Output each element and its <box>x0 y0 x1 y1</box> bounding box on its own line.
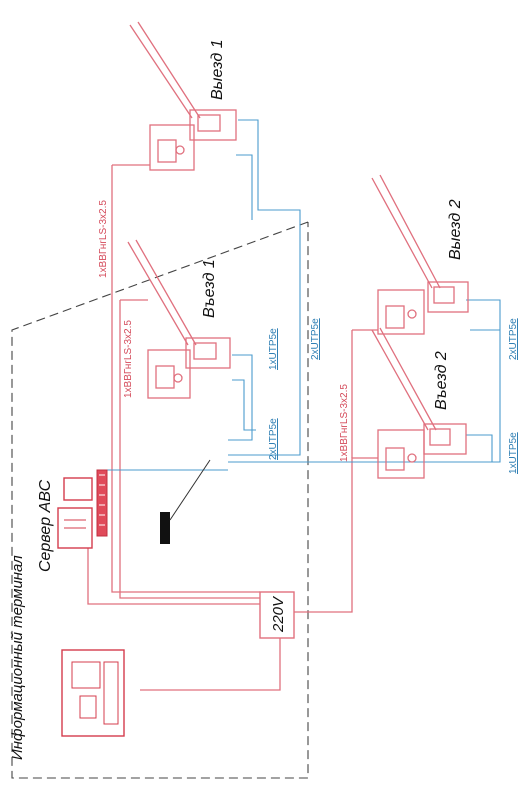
exit-2-label: Выезд 2 <box>447 199 464 260</box>
server-room-boundary <box>11 221 309 779</box>
entry-2-station <box>371 327 467 479</box>
info-terminal-label-1: Информационный терминал <box>9 555 26 760</box>
cable-power-exit1: 1хВВГнгLS-3х2.5 <box>98 200 109 278</box>
exit-2-station <box>371 174 469 335</box>
cable-utp-entry1: 1хUTP5e <box>268 328 279 370</box>
entry-1-label: Въезд 1 <box>201 259 218 318</box>
entry-1-station <box>127 239 231 399</box>
cable-power-group2: 1хВВГнгLS-3х2.5 <box>339 384 350 462</box>
server-label: Сервер АВС <box>37 479 54 572</box>
cable-utp-exit2: 2хUTP5e <box>508 318 519 360</box>
cable-power-entry1: 1хВВГнгLS-3х2.5 <box>123 320 134 398</box>
exit-1-station <box>129 21 237 171</box>
exit-1-label: Выезд 1 <box>209 39 226 100</box>
power-label: 220V <box>270 595 287 633</box>
power-lines <box>87 164 378 691</box>
server-computer <box>57 469 108 549</box>
cable-utp-server: 2хUTP5e <box>268 418 279 460</box>
cable-utp-entry2: 1хUTP5e <box>508 432 519 474</box>
data-lines <box>105 119 501 471</box>
info-terminal <box>61 649 125 737</box>
network-switch-icon <box>160 459 211 544</box>
power-box <box>259 591 295 639</box>
cable-utp-exit1: 2хUTP5e <box>310 318 321 360</box>
entry-2-label: Въезд 2 <box>433 351 450 410</box>
